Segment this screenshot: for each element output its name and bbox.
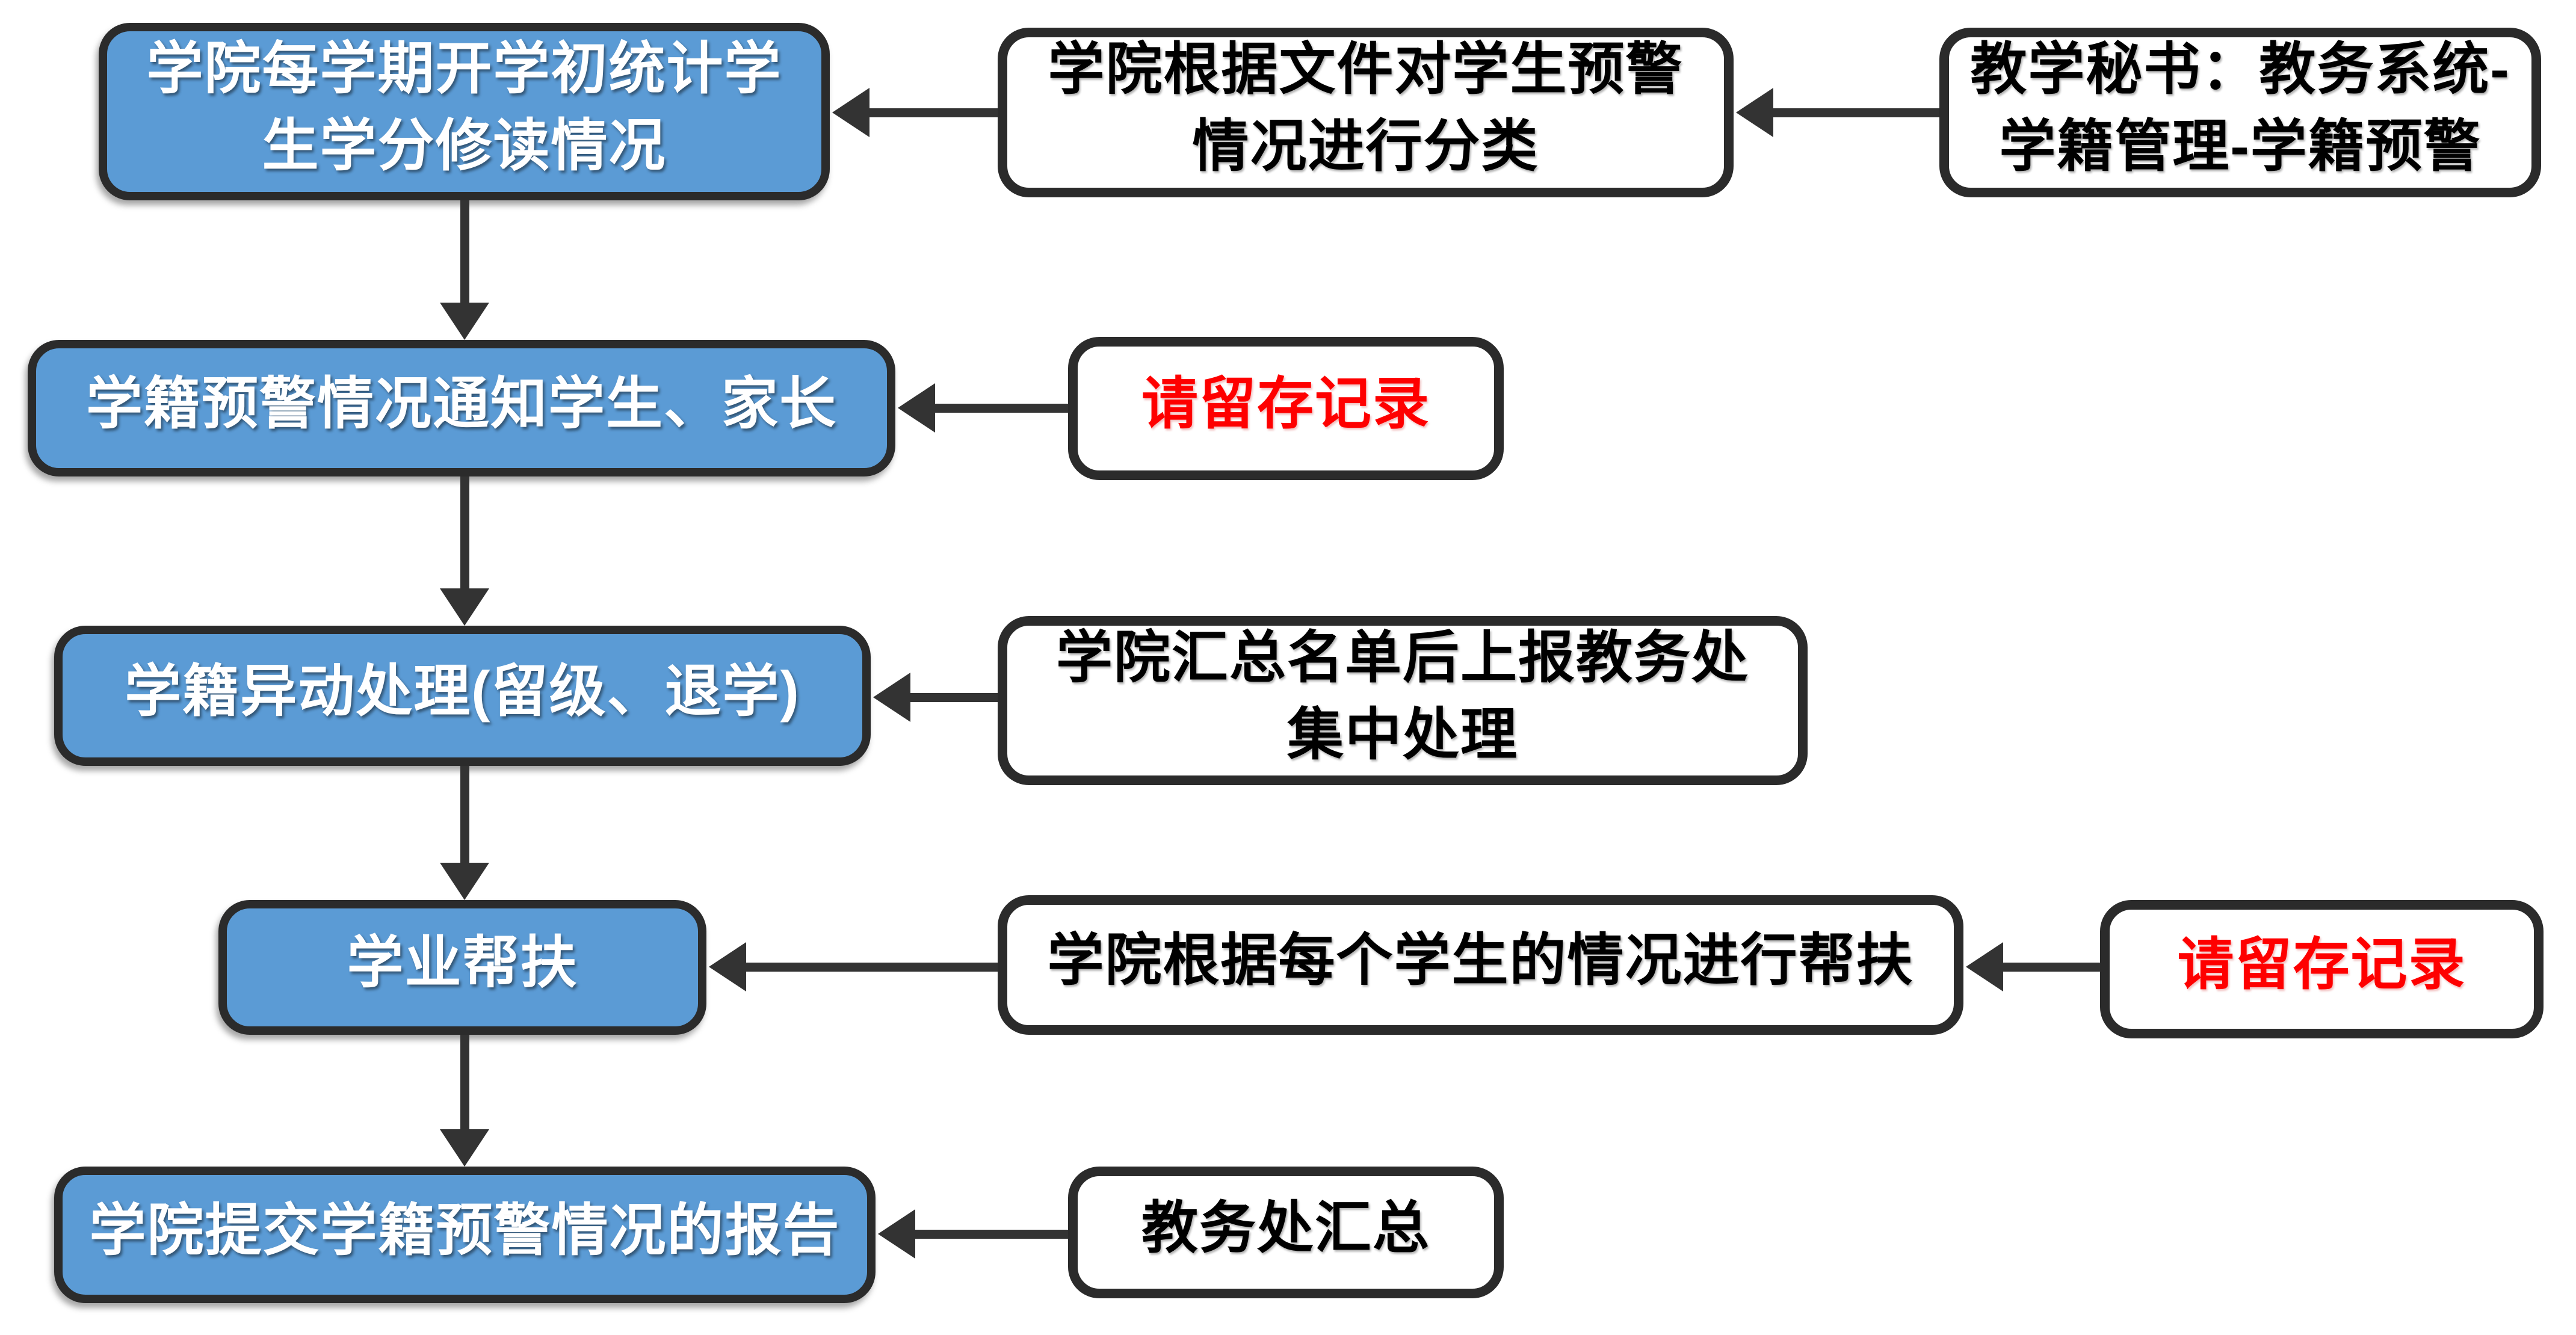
arrowhead-left-icon <box>898 383 935 433</box>
note-keep-record-1: 请留存记录 <box>1068 337 1504 480</box>
step-status-change-processing: 学籍异动处理(留级、退学) <box>54 626 871 766</box>
arrow-step3-to-step4 <box>440 766 489 900</box>
arrow-shaft <box>746 962 998 972</box>
arrow-shaft <box>460 1035 469 1129</box>
step-notify-students-parents: 学籍预警情况通知学生、家长 <box>28 340 895 476</box>
note-label-line: 教务处汇总 <box>1141 1195 1430 1259</box>
arrow-note4-to-step4 <box>709 942 998 991</box>
arrow-note5-to-step5 <box>878 1209 1068 1259</box>
arrowhead-down-icon <box>440 863 489 900</box>
arrow-source-to-classify <box>1736 88 1939 137</box>
arrow-shaft <box>1773 108 1939 117</box>
arrow-step1-to-step2 <box>440 200 489 340</box>
note-support-per-student: 学院根据每个学生的情况进行帮扶 <box>998 895 1963 1035</box>
arrowhead-left-icon <box>709 942 746 991</box>
note-academic-office-summary: 教务处汇总 <box>1068 1167 1504 1298</box>
arrow-keep2-to-note4 <box>1966 942 2100 991</box>
step-academic-support: 学业帮扶 <box>218 900 706 1035</box>
arrow-keep1-to-step2 <box>898 383 1068 433</box>
step-submit-warning-report: 学院提交学籍预警情况的报告 <box>54 1167 876 1303</box>
note-keep-record-2: 请留存记录 <box>2100 900 2544 1038</box>
step-label-line: 生学分修读情况 <box>262 113 667 177</box>
arrow-shaft <box>460 200 469 303</box>
step-label-line: 学业帮扶 <box>347 931 578 994</box>
alert-label-line: 请留存记录 <box>2177 933 2466 996</box>
note-label-line: 学院根据文件对学生预警 <box>1048 37 1684 100</box>
note-label-line: 教学秘书：教务系统- <box>1970 37 2510 100</box>
step-label-line: 学院提交学籍预警情况的报告 <box>89 1198 841 1262</box>
note-label-line: 集中处理 <box>1286 702 1518 766</box>
arrow-step4-to-step5 <box>440 1035 489 1167</box>
step-label-line: 学籍异动处理(留级、退学) <box>125 659 800 723</box>
arrow-shaft <box>915 1229 1068 1239</box>
arrow-shaft <box>2003 962 2100 972</box>
note-classify-warning: 学院根据文件对学生预警 情况进行分类 <box>998 28 1734 197</box>
arrow-note3-to-step3 <box>873 673 998 722</box>
arrow-shaft <box>869 108 998 117</box>
note-label-line: 学籍管理-学籍预警 <box>1999 114 2482 177</box>
arrow-step2-to-step3 <box>440 476 489 626</box>
step-label-line: 学院每学期开学初统计学 <box>146 36 782 100</box>
arrow-shaft <box>935 403 1068 413</box>
arrowhead-left-icon <box>1736 88 1773 137</box>
note-label-line: 学院汇总名单后上报教务处 <box>1055 625 1749 689</box>
arrowhead-down-icon <box>440 303 489 340</box>
arrow-shaft <box>460 476 469 588</box>
note-label-line: 学院根据每个学生的情况进行帮扶 <box>1047 928 1914 991</box>
step-credit-statistics: 学院每学期开学初统计学 生学分修读情况 <box>99 23 830 200</box>
note-label-line: 情况进行分类 <box>1192 114 1539 177</box>
arrowhead-left-icon <box>873 673 910 722</box>
arrowhead-left-icon <box>878 1209 915 1259</box>
arrow-classify-to-step1 <box>832 88 998 137</box>
arrow-shaft <box>460 766 469 863</box>
arrowhead-left-icon <box>1966 942 2003 991</box>
arrowhead-down-icon <box>440 1129 489 1167</box>
arrowhead-down-icon <box>440 588 489 626</box>
note-system-path: 教学秘书：教务系统- 学籍管理-学籍预警 <box>1939 28 2541 197</box>
step-label-line: 学籍预警情况通知学生、家长 <box>85 371 837 435</box>
arrowhead-left-icon <box>832 88 869 137</box>
note-report-to-academic-office: 学院汇总名单后上报教务处 集中处理 <box>998 616 1808 785</box>
arrow-shaft <box>910 692 998 702</box>
alert-label-line: 请留存记录 <box>1141 372 1430 435</box>
